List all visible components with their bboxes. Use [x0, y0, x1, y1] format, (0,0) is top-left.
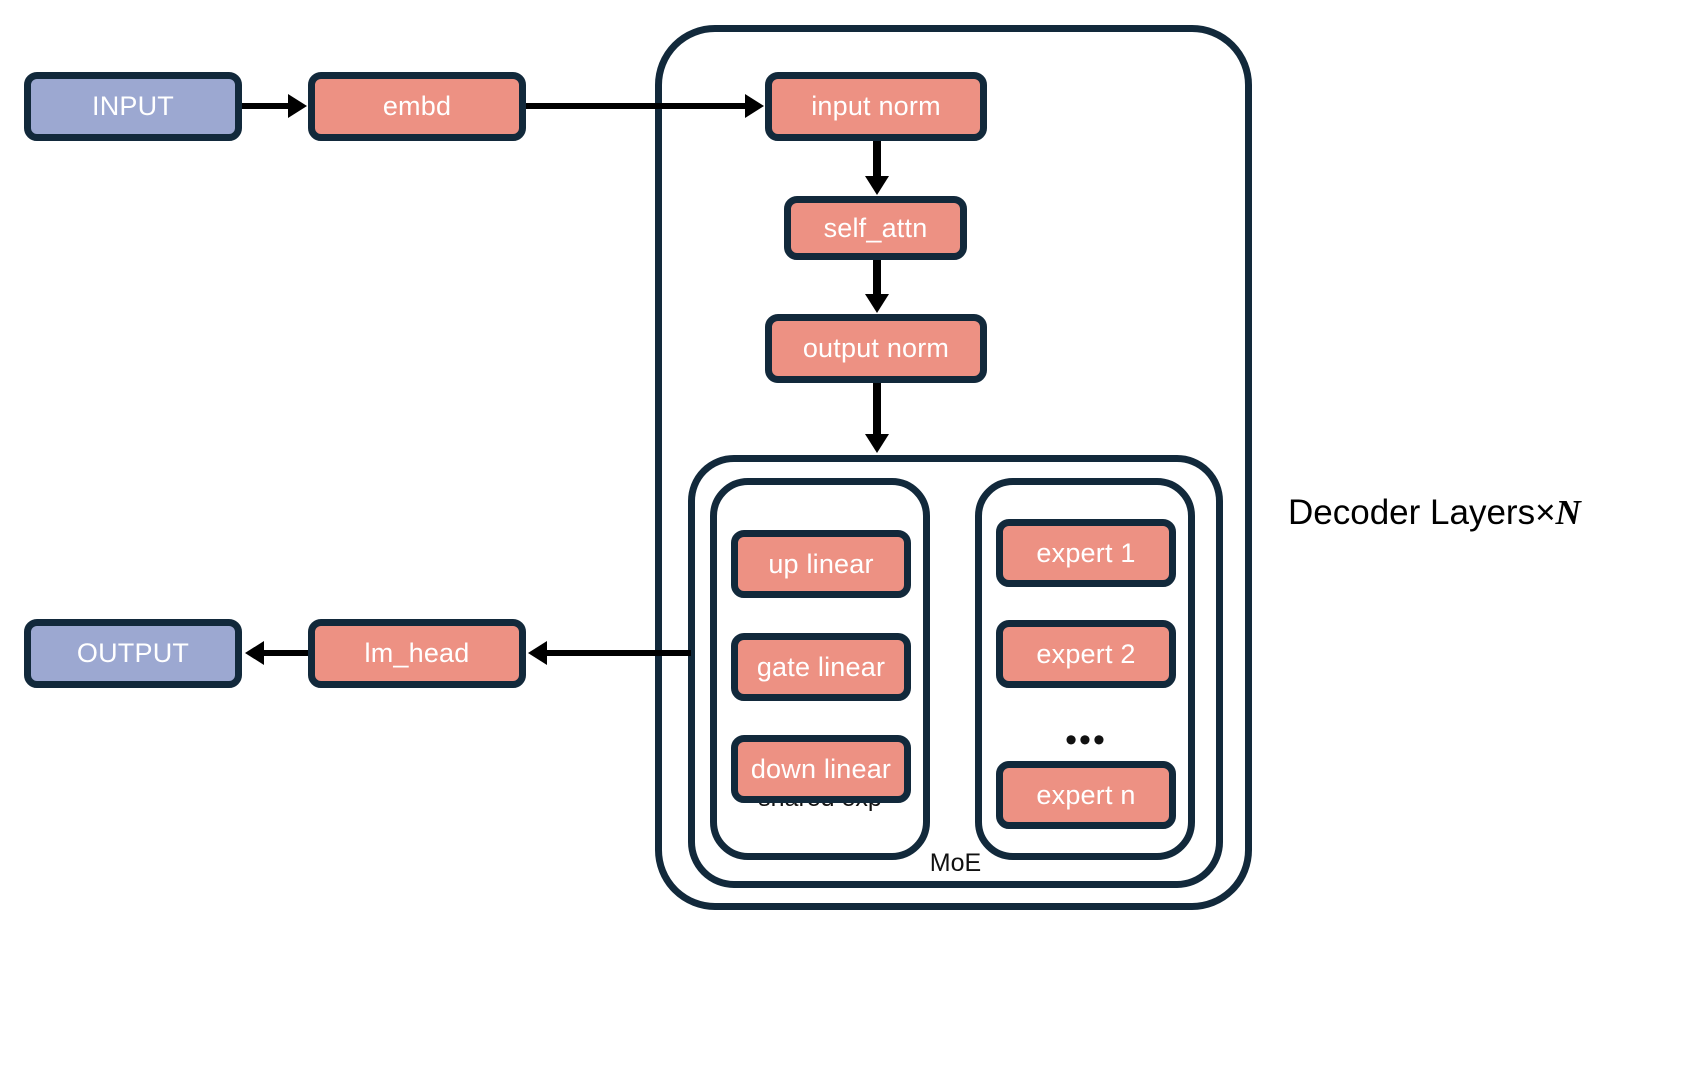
output-node[interactable]: OUTPUT — [24, 619, 242, 688]
decoder-layers-side-label-var: N — [1555, 493, 1581, 532]
connector-output-norm-to-moe — [873, 383, 881, 439]
arrowhead-embd-to-input-norm — [745, 94, 764, 118]
shared-expert-up-linear[interactable]: up linear — [731, 530, 911, 598]
moe-container — [688, 455, 1223, 888]
connector-lm-head-to-output — [262, 650, 308, 656]
experts-group — [975, 478, 1195, 860]
connector-self-attn-to-output-norm — [873, 260, 881, 298]
connector-input-norm-to-self-attn — [873, 141, 881, 181]
arrowhead-output-norm-to-moe — [865, 434, 889, 453]
connector-input-to-embd — [242, 103, 290, 109]
experts-ellipsis: ••• — [1065, 721, 1107, 759]
connector-decoder-to-lm-head — [545, 650, 691, 656]
output-norm-block[interactable]: output norm — [765, 314, 987, 383]
self-attn-block[interactable]: self_attn — [784, 196, 967, 260]
expert-n[interactable]: expert n — [996, 761, 1176, 829]
expert-2[interactable]: expert 2 — [996, 620, 1176, 688]
embd-node[interactable]: embd — [308, 72, 526, 141]
arrowhead-decoder-to-lm-head — [528, 641, 547, 665]
lm-head-node[interactable]: lm_head — [308, 619, 526, 688]
input-norm-block[interactable]: input norm — [765, 72, 987, 141]
arrowhead-input-to-embd — [288, 94, 307, 118]
input-node[interactable]: INPUT — [24, 72, 242, 141]
shared-expert-down-linear[interactable]: down linear — [731, 735, 911, 803]
arrowhead-lm-head-to-output — [245, 641, 264, 665]
decoder-layers-side-label: Decoder Layers×N — [1288, 495, 1581, 530]
arrowhead-self-attn-to-output-norm — [865, 294, 889, 313]
expert-1[interactable]: expert 1 — [996, 519, 1176, 587]
decoder-layers-side-label-text: Decoder Layers× — [1288, 493, 1556, 532]
shared-expert-gate-linear[interactable]: gate linear — [731, 633, 911, 701]
connector-embd-to-input-norm — [526, 103, 747, 109]
arrowhead-input-norm-to-self-attn — [865, 176, 889, 195]
moe-label: MoE — [929, 849, 982, 877]
decoder-layers-container — [655, 25, 1252, 910]
shared-expert-group — [710, 478, 930, 860]
